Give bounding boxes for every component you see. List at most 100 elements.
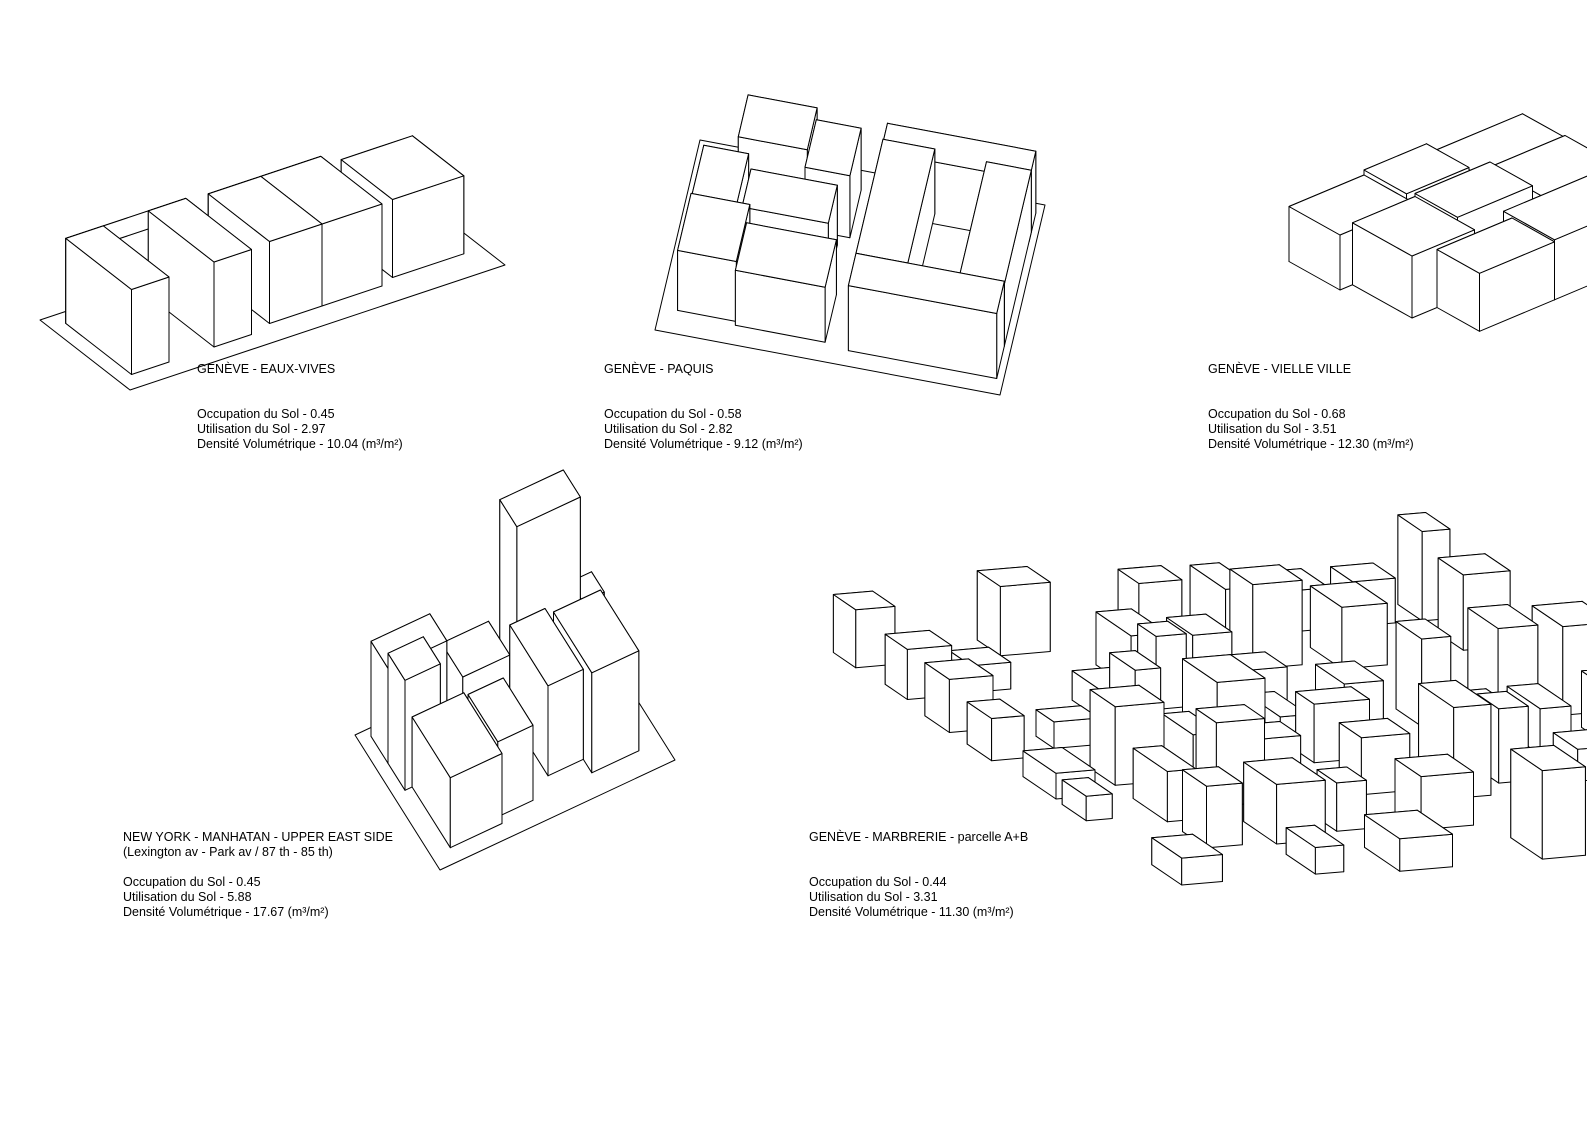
caption-title: GENÈVE - MARBRERIE - parcelle A+B bbox=[809, 830, 1029, 844]
occupation-du-sol: Occupation du Sol - 0.45 bbox=[197, 407, 335, 421]
building-roof bbox=[976, 566, 1051, 587]
utilisation-du-sol: Utilisation du Sol - 3.51 bbox=[1208, 422, 1337, 436]
building-roof bbox=[1109, 650, 1162, 671]
building-face bbox=[1314, 844, 1345, 875]
densite-volumetrique: Densité Volumétrique - 9.12 (m³/m²) bbox=[604, 437, 803, 451]
building-roof bbox=[1182, 766, 1243, 787]
sketch-vieille-ville bbox=[1288, 113, 1587, 332]
occupation-du-sol: Occupation du Sol - 0.45 bbox=[123, 875, 261, 889]
sketch-marbrerie bbox=[832, 512, 1587, 886]
building-roof bbox=[1061, 777, 1113, 797]
building-roof bbox=[1476, 690, 1529, 710]
building-roof bbox=[65, 225, 170, 290]
caption-marbrerie: GENÈVE - MARBRERIE - parcelle A+B Occupa… bbox=[809, 830, 1028, 920]
building-roof bbox=[1510, 744, 1586, 772]
building-roof bbox=[1243, 757, 1326, 785]
building-face bbox=[677, 249, 737, 322]
building-face bbox=[1336, 779, 1367, 832]
building-roof bbox=[1418, 679, 1492, 708]
building-roof bbox=[1352, 196, 1475, 257]
building-face bbox=[1562, 624, 1587, 716]
building-roof bbox=[411, 692, 503, 779]
building-roof bbox=[1316, 766, 1367, 784]
building-roof bbox=[966, 698, 1025, 719]
utilisation-du-sol: Utilisation du Sol - 3.31 bbox=[809, 890, 938, 904]
building-face bbox=[1397, 514, 1423, 622]
building-roof bbox=[1552, 729, 1587, 750]
building-roof bbox=[387, 636, 441, 681]
building-roof bbox=[677, 192, 751, 262]
utilisation-du-sol: Utilisation du Sol - 2.97 bbox=[197, 422, 326, 436]
building-roof bbox=[1581, 669, 1587, 676]
building-roof bbox=[832, 590, 896, 611]
building-roof bbox=[1309, 581, 1388, 608]
building-roof bbox=[1166, 613, 1233, 636]
caption-eaux-vives: GENÈVE - EAUX-VIVES Occupation du Sol - … bbox=[197, 362, 403, 452]
building-roof bbox=[1467, 604, 1539, 629]
building-roof bbox=[207, 175, 323, 242]
building-roof bbox=[1531, 600, 1587, 628]
building-roof bbox=[1364, 809, 1453, 840]
building-roof bbox=[1330, 562, 1396, 583]
building-roof bbox=[1315, 660, 1384, 685]
building-roof bbox=[1394, 753, 1474, 778]
building-roof bbox=[734, 222, 837, 288]
building-roof bbox=[1137, 620, 1187, 637]
building-face bbox=[1399, 833, 1453, 872]
densite-volumetrique: Densité Volumétrique - 11.30 (m³/m²) bbox=[809, 905, 1014, 919]
densite-volumetrique: Densité Volumétrique - 10.04 (m³/m²) bbox=[197, 437, 403, 451]
building-roof bbox=[1229, 564, 1303, 586]
building-roof bbox=[804, 119, 862, 177]
sketch-eaux-vives bbox=[39, 135, 506, 391]
sketch-paquis bbox=[654, 94, 1046, 396]
occupation-du-sol: Occupation du Sol - 0.44 bbox=[809, 875, 947, 889]
building-roof bbox=[1503, 175, 1587, 241]
building-roof bbox=[924, 658, 994, 680]
building-roof bbox=[1022, 747, 1096, 774]
caption-title: NEW YORK - MANHATAN - UPPER EAST SIDE bbox=[123, 830, 393, 844]
utilisation-du-sol: Utilisation du Sol - 5.88 bbox=[123, 890, 252, 904]
building-roof bbox=[1117, 565, 1183, 584]
building-roof bbox=[509, 608, 584, 687]
caption-paquis: GENÈVE - PAQUIS Occupation du Sol - 0.58… bbox=[604, 362, 803, 452]
building-roof bbox=[340, 135, 465, 200]
building-roof bbox=[147, 197, 252, 263]
building-face bbox=[1085, 793, 1113, 822]
building-roof bbox=[1338, 717, 1411, 739]
occupation-du-sol: Occupation du Sol - 0.68 bbox=[1208, 407, 1346, 421]
building-roof bbox=[737, 94, 818, 151]
building-face bbox=[1206, 782, 1243, 849]
caption-title: GENÈVE - VIELLE VILLE bbox=[1208, 362, 1352, 376]
building-roof bbox=[847, 252, 1005, 314]
building-roof bbox=[1397, 512, 1451, 532]
building-roof bbox=[553, 589, 640, 674]
occupation-du-sol: Occupation du Sol - 0.58 bbox=[604, 407, 742, 421]
utilisation-du-sol: Utilisation du Sol - 2.82 bbox=[604, 422, 733, 436]
caption-title: GENÈVE - PAQUIS bbox=[604, 362, 714, 376]
caption-subtitle: (Lexington av - Park av / 87 th - 85 th) bbox=[123, 845, 333, 859]
building-face bbox=[131, 276, 170, 375]
building-roof bbox=[1089, 684, 1165, 708]
building-face bbox=[1581, 670, 1587, 732]
building-roof bbox=[467, 677, 534, 743]
building-face bbox=[999, 581, 1051, 657]
caption-vieille-ville: GENÈVE - VIELLE VILLE Occupation du Sol … bbox=[1208, 362, 1414, 452]
building-roof bbox=[1437, 553, 1511, 576]
densite-volumetrique: Densité Volumétrique - 12.30 (m³/m²) bbox=[1208, 437, 1414, 451]
building-face bbox=[1181, 854, 1223, 886]
building-face bbox=[1395, 621, 1423, 727]
caption-new-york: NEW YORK - MANHATAN - UPPER EAST SIDE (L… bbox=[123, 830, 393, 920]
building-face bbox=[547, 668, 584, 777]
building-roof bbox=[741, 168, 838, 224]
building-roof bbox=[1295, 686, 1370, 705]
densite-volumetrique: Densité Volumétrique - 17.67 (m³/m²) bbox=[123, 905, 329, 919]
building-roof bbox=[1195, 704, 1265, 724]
building-roof bbox=[1151, 833, 1223, 859]
building-roof bbox=[1414, 161, 1533, 218]
sketch-new-york bbox=[354, 469, 676, 871]
building-roof bbox=[1363, 143, 1470, 195]
building-roof bbox=[499, 469, 581, 528]
building-roof bbox=[1506, 683, 1572, 710]
building-roof bbox=[1395, 618, 1452, 640]
